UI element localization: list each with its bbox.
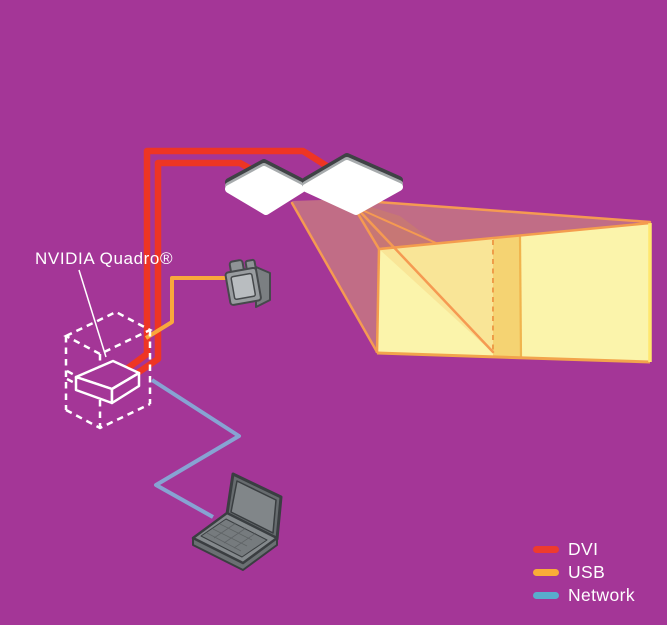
legend-row-network: Network: [533, 584, 635, 607]
nvidia-quadro-card: [74, 359, 141, 405]
dvi-cable-outer: [126, 147, 332, 371]
dvi-label: DVI: [568, 539, 599, 559]
laptop-icon: [191, 472, 283, 571]
laptop-key-lines: [206, 522, 257, 552]
legend-row-dvi: DVI: [533, 538, 635, 561]
nvidia-quadro-label: NVIDIA Quadro®: [35, 249, 174, 268]
beam-edge-left-outer: [290, 201, 379, 354]
network-swatch: [533, 592, 559, 599]
network-label: Network: [568, 585, 635, 605]
tower-top-face: [63, 310, 153, 356]
camera-icon: [224, 258, 271, 308]
camera-lens-plate: [230, 272, 257, 301]
screen-edge-left: [375, 248, 381, 354]
label-leader-line: [78, 269, 107, 358]
projector-left-icon: [225, 159, 305, 215]
usb-cable: [144, 276, 232, 340]
screen-edge-bottom: [376, 351, 651, 364]
tower-bottom-edges: [65, 402, 151, 430]
screen-edge-top: [378, 221, 651, 251]
blend-solid-line: [518, 235, 523, 359]
usb-swatch: [533, 569, 559, 576]
screen-beam-tint: [379, 236, 520, 358]
projector-right-icon: [302, 153, 403, 215]
dvi-swatch: [533, 546, 559, 553]
card-right-face: [110, 371, 141, 405]
laptop-screen: [230, 480, 277, 534]
network-cable: [150, 378, 241, 519]
beam-edge-top: [349, 198, 652, 224]
legend: DVI USB Network: [533, 538, 635, 607]
laptop-keyboard: [200, 518, 268, 558]
legend-row-usb: USB: [533, 561, 635, 584]
projection-screen: [375, 221, 652, 364]
beam-edges: [290, 185, 652, 354]
beam-edge-diagonal: [349, 200, 495, 354]
beam-volume: [292, 199, 650, 353]
screen-blend-zone: [493, 236, 520, 358]
usb-label: USB: [568, 562, 606, 582]
